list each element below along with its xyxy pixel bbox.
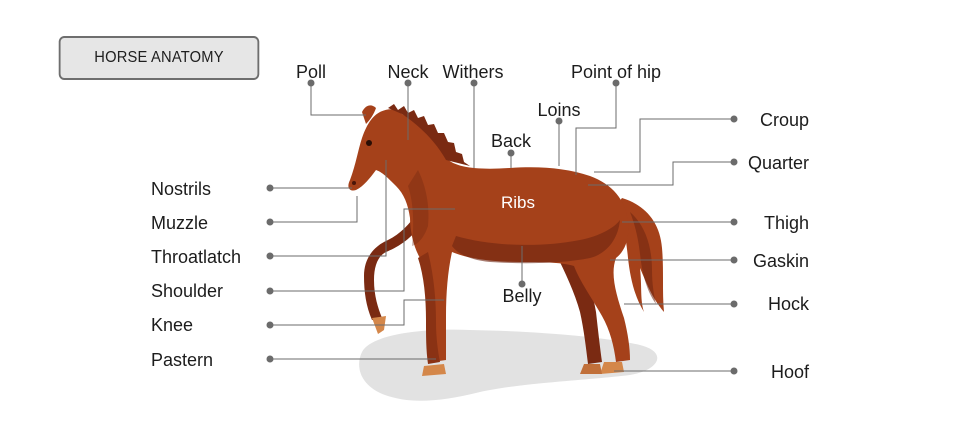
horse-mane bbox=[388, 104, 470, 166]
label-throatlatch: Throatlatch bbox=[151, 247, 241, 267]
horse-illustration bbox=[348, 104, 664, 376]
horse-tail-shade bbox=[630, 212, 656, 304]
label-pastern: Pastern bbox=[151, 350, 213, 370]
label-thigh: Thigh bbox=[764, 213, 809, 233]
label-quarter: Quarter bbox=[748, 153, 809, 173]
label-loins: Loins bbox=[537, 100, 580, 120]
horse-near-fore-leg bbox=[418, 252, 440, 364]
label-hoof: Hoof bbox=[771, 362, 810, 382]
horse-hoof bbox=[422, 364, 446, 376]
label-ribs: Ribs bbox=[501, 193, 535, 212]
horse-far-fore-leg bbox=[364, 214, 420, 320]
label-belly: Belly bbox=[502, 286, 541, 306]
label-knee: Knee bbox=[151, 315, 193, 335]
label-muzzle: Muzzle bbox=[151, 213, 208, 233]
label-croup: Croup bbox=[760, 110, 809, 130]
horse-far-hind-leg bbox=[552, 238, 602, 364]
horse-body bbox=[348, 109, 630, 362]
label-nostrils: Nostrils bbox=[151, 179, 211, 199]
label-point-of-hip: Point of hip bbox=[571, 62, 661, 82]
horse-hoof bbox=[600, 362, 624, 374]
label-gaskin: Gaskin bbox=[753, 251, 809, 271]
label-poll: Poll bbox=[296, 62, 326, 82]
label-shoulder: Shoulder bbox=[151, 281, 223, 301]
horse-eye bbox=[366, 140, 372, 146]
horse-belly-shade bbox=[452, 220, 620, 264]
horse-ear bbox=[362, 105, 376, 124]
horse-shoulder-shade bbox=[408, 170, 429, 246]
label-back: Back bbox=[491, 131, 532, 151]
label-hock: Hock bbox=[768, 294, 810, 314]
label-withers: Withers bbox=[442, 62, 503, 82]
leader-lines bbox=[266, 79, 738, 375]
diagram-title: HORSE ANATOMY bbox=[58, 36, 260, 80]
horse-nostril bbox=[352, 181, 356, 185]
horse-hoof bbox=[580, 364, 602, 374]
label-neck: Neck bbox=[387, 62, 429, 82]
